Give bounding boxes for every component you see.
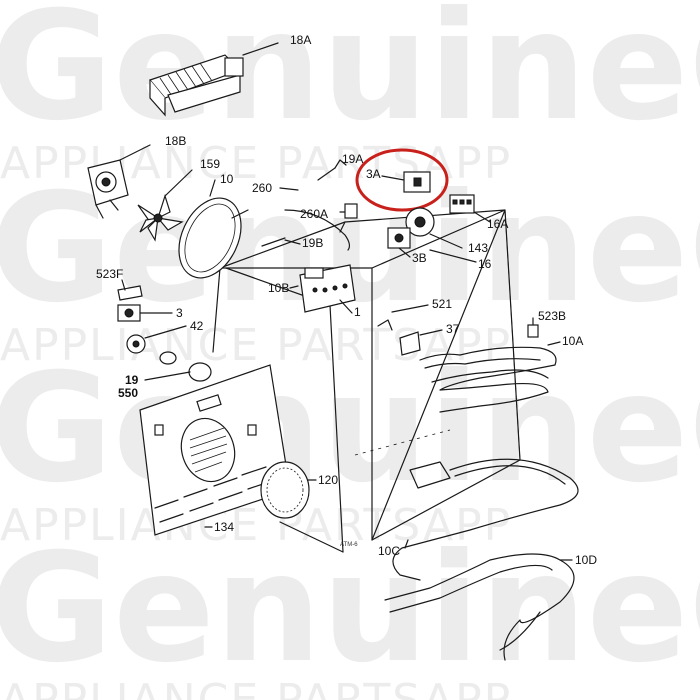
part-523b — [527, 317, 539, 338]
part-label-523b: 523B — [538, 309, 566, 323]
part-label-3: 3 — [176, 306, 183, 320]
lamp-part-19 — [144, 351, 212, 382]
thermostat-part-143 — [405, 207, 463, 249]
bottom-element-part-10c — [392, 458, 579, 581]
circular-element-part-10 — [178, 179, 249, 279]
part-label-10c: 10C — [378, 544, 400, 558]
part-label-260a: 260A — [300, 207, 328, 221]
part-label-18b: 18B — [165, 134, 186, 148]
tangential-fan-part-18a — [148, 42, 279, 117]
part-label-143: 143 — [468, 241, 488, 255]
watermark-brand-row: GenuineG — [0, 0, 700, 154]
switch-part-3b — [387, 227, 411, 258]
terminal-block-part-16a — [449, 194, 491, 223]
sensor-part-521 — [377, 304, 429, 331]
part-label-19a: 19A — [342, 152, 363, 166]
part-label-42: 42 — [190, 319, 204, 333]
filter-part-120 — [260, 461, 317, 519]
part-label-10b: 10B — [268, 281, 289, 295]
watermark-tagline-row: APPLIANCE PARTSAPP — [0, 500, 512, 551]
part-label-37: 37 — [446, 322, 460, 336]
switch-part-3 — [117, 304, 173, 322]
part-label-10a: 10A — [562, 334, 583, 348]
part-label-3b: 3B — [412, 251, 427, 265]
part-label-120: 120 — [318, 473, 338, 487]
part-label-550: 550 — [118, 386, 138, 400]
part-label-521: 521 — [432, 297, 452, 311]
watermark-brand-row: GenuineG — [0, 342, 700, 516]
bracket-part-37 — [399, 329, 443, 356]
diagram-stamp: ATM-6 — [340, 542, 358, 548]
knob-part-42 — [126, 325, 187, 354]
rear-panel-part-134 — [139, 364, 291, 536]
watermark-tagline-row: APPLIANCE PARTSAPP — [0, 675, 512, 700]
lamp-part-19a — [317, 159, 347, 181]
bottom-element-part-10d — [384, 553, 575, 661]
control-panel-part-1 — [289, 264, 356, 314]
fan-motor-part-18b — [87, 144, 151, 219]
part-label-16a: 16A — [487, 217, 508, 231]
grill-element-part-10a — [419, 341, 561, 413]
part-label-3a: 3A — [366, 167, 381, 181]
part-label-159: 159 — [200, 157, 220, 171]
lamp-part-19b — [261, 237, 301, 247]
part-label-1: 1 — [354, 305, 361, 319]
part-label-134: 134 — [214, 520, 234, 534]
part-label-16: 16 — [478, 257, 492, 271]
part-label-19: 19 — [125, 373, 139, 387]
part-label-10d: 10D — [575, 553, 597, 567]
part-label-18a: 18A — [290, 33, 311, 47]
watermark-tagline-row: APPLIANCE PARTSAPP — [0, 320, 512, 371]
wire-part-260 — [279, 187, 351, 251]
switch-part-3a — [381, 171, 431, 193]
part-label-10: 10 — [220, 172, 234, 186]
part-label-260: 260 — [252, 181, 272, 195]
part-523f — [117, 279, 143, 301]
part-label-523f: 523F — [96, 267, 123, 281]
switch-part-260a — [339, 203, 358, 219]
watermark-brand-row: GenuineG — [0, 522, 700, 696]
highlight-circle — [355, 148, 449, 212]
fan-blade-part-159 — [137, 169, 193, 242]
part-label-19b: 19B — [302, 236, 323, 250]
